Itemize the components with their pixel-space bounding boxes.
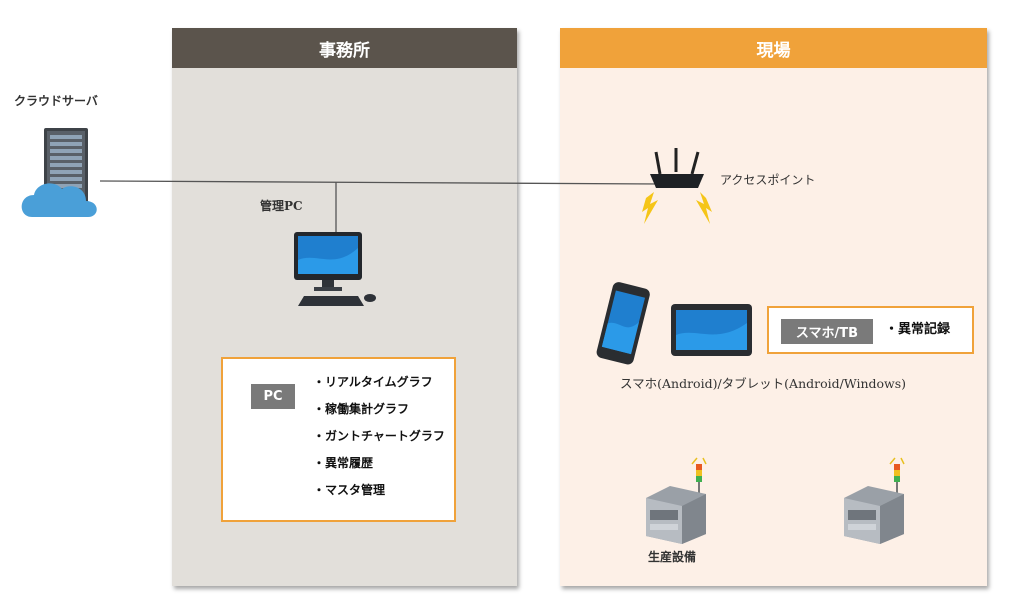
mobile-feature-item: ・異常記録	[885, 322, 951, 337]
management-pc-label: 管理PC	[260, 199, 303, 213]
smartphone-icon	[596, 282, 650, 365]
cloud-server-label: クラウドサーバ	[14, 94, 98, 108]
pc-feature-item: ・異常履歴	[313, 456, 374, 470]
site-header: 現場	[560, 28, 987, 68]
access-point-label: アクセスポイント	[720, 173, 816, 187]
pc-feature-item: ・マスタ管理	[313, 483, 386, 497]
wifi-router-icon	[642, 148, 712, 224]
network-line-main	[99, 180, 666, 185]
pc-feature-item: ・稼働集計グラフ	[313, 402, 410, 416]
production-machine-icon	[844, 457, 905, 544]
pc-feature-item: ・ガントチャートグラフ	[313, 429, 445, 443]
pc-feature-item: ・リアルタイムグラフ	[313, 375, 433, 389]
cloud-server-icon	[21, 128, 97, 217]
devices-label: スマホ(Android)/タブレット(Android/Windows)	[620, 376, 907, 391]
office-header: 事務所	[172, 28, 517, 68]
mobile-feature-box: スマホ/TB ・異常記録	[767, 306, 974, 354]
desktop-pc-icon	[294, 232, 376, 306]
tablet-icon	[671, 304, 752, 356]
pc-feature-box: PC ・リアルタイムグラフ ・稼働集計グラフ ・ガントチャートグラフ ・異常履歴…	[221, 357, 456, 522]
pc-tag: PC	[251, 384, 295, 409]
production-machine-icon	[646, 457, 707, 544]
mobile-tag: スマホ/TB	[781, 319, 873, 344]
production-equipment-label: 生産設備	[648, 550, 697, 564]
